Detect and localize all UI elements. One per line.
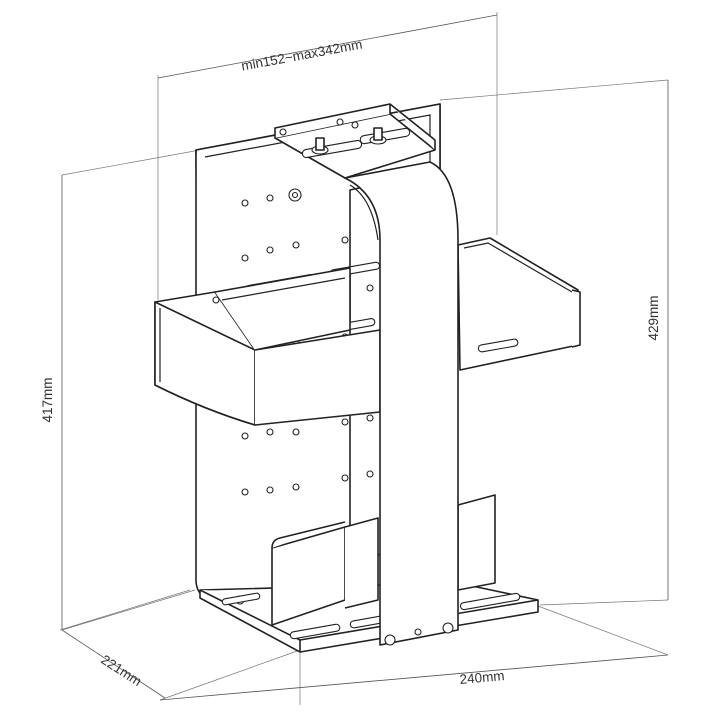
adjustable-strap <box>344 161 459 646</box>
dim-width-base: 240mm <box>459 668 505 687</box>
top-bracket <box>274 103 436 179</box>
dim-height-right: 429mm <box>646 295 661 340</box>
dim-width-adjustable: min152~max342mm <box>240 36 363 73</box>
left-shelf <box>154 267 381 426</box>
dim-height-left: 417mm <box>40 377 55 422</box>
dimension-lines <box>59 12 669 705</box>
front-stops <box>271 494 496 626</box>
right-shelf <box>457 237 581 371</box>
dim-depth: 221mm <box>98 652 144 689</box>
